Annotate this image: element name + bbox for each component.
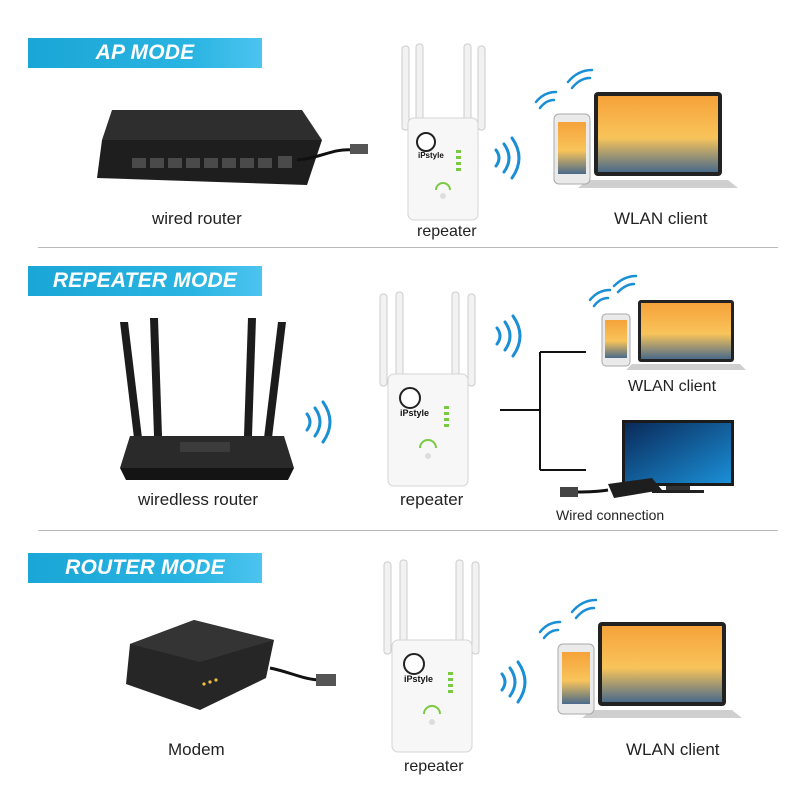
connection-lines xyxy=(500,351,586,471)
ap-mode-title: AP MODE xyxy=(95,41,195,64)
wifi-signal-icon xyxy=(305,400,332,444)
repeater-image: iPstyle xyxy=(379,291,476,487)
tv-wired-device-image xyxy=(560,420,734,498)
brand-logo: iPstyle xyxy=(404,674,433,684)
repeater-label: repeater xyxy=(400,490,464,509)
wlan-client-image xyxy=(534,68,738,188)
repeater-image: iPstyle xyxy=(383,559,480,753)
wireless-router-label: wiredless router xyxy=(138,490,258,509)
router-mode-title: ROUTER MODE xyxy=(65,556,225,579)
wlan-client-image xyxy=(538,598,742,718)
repeater-mode-title: REPEATER MODE xyxy=(52,269,238,292)
section-divider xyxy=(38,530,778,531)
wlan-client-label: WLAN client xyxy=(614,209,708,228)
wireless-router-image xyxy=(120,318,294,480)
wired-router-image xyxy=(97,110,368,185)
wired-router-label: wired router xyxy=(152,209,242,228)
repeater-mode-banner: REPEATER MODE xyxy=(28,266,262,296)
wlan-client-image xyxy=(588,274,746,370)
repeater-label: repeater xyxy=(404,758,464,775)
modem-image xyxy=(126,620,336,710)
repeater-image: iPstyle xyxy=(401,43,486,221)
repeater-label: repeater xyxy=(417,223,477,240)
ap-mode-banner: AP MODE xyxy=(28,38,262,68)
wifi-signal-icon xyxy=(494,136,521,180)
wired-connection-label: Wired connection xyxy=(556,507,665,523)
wifi-signal-icon xyxy=(500,660,527,704)
brand-logo: iPstyle xyxy=(400,408,429,418)
router-mode-banner: ROUTER MODE xyxy=(28,553,262,583)
wifi-signal-icon xyxy=(495,314,522,358)
brand-logo: iPstyle xyxy=(418,151,444,160)
modem-label: Modem xyxy=(168,740,225,759)
wlan-client-label: WLAN client xyxy=(626,740,720,759)
section-divider xyxy=(38,247,778,248)
wlan-client-label: WLAN client xyxy=(628,378,717,395)
